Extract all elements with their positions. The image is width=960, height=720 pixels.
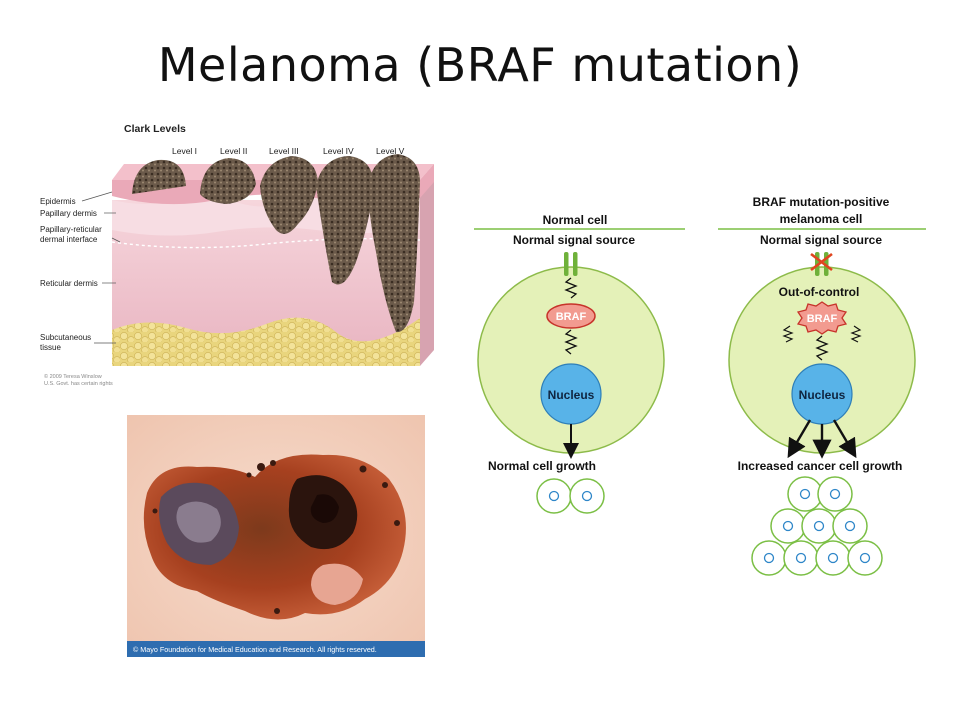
layer-label: tissue bbox=[40, 343, 61, 352]
subcutaneous-fat bbox=[112, 317, 420, 366]
block-side-face bbox=[420, 164, 434, 366]
braf-label: BRAF bbox=[556, 311, 587, 323]
clark-title: Clark Levels bbox=[124, 123, 186, 135]
layer-label: Papillary-reticular bbox=[40, 225, 102, 234]
mutant-braf-label: BRAF bbox=[807, 313, 838, 325]
out-of-control-label: Out-of-control bbox=[779, 285, 860, 299]
level-label: Level I bbox=[172, 146, 197, 156]
layer-label: dermal interface bbox=[40, 235, 98, 244]
layer-label: Papillary dermis bbox=[40, 209, 97, 218]
mutant-title-line1: BRAF mutation-positive bbox=[753, 195, 890, 209]
mutant-braf-protein bbox=[796, 301, 848, 335]
signal-zigzag-icon bbox=[815, 335, 829, 361]
receptor-icon bbox=[564, 252, 578, 276]
mutant-signal-source: Normal signal source bbox=[760, 233, 882, 247]
level-label: Level II bbox=[220, 146, 247, 156]
normal-daughter-cells bbox=[536, 478, 605, 514]
braf-protein bbox=[546, 303, 596, 329]
melanoma-lesion-image: © Mayo Foundation for Medical Education … bbox=[127, 415, 425, 657]
level-label: Level V bbox=[376, 146, 405, 156]
nucleus-label: Nucleus bbox=[548, 388, 595, 402]
cancer-cell-cluster bbox=[751, 476, 883, 576]
cancer-growth-label: Increased cancer cell growth bbox=[738, 459, 903, 473]
level-label: Level III bbox=[269, 146, 299, 156]
braf-mechanism-diagram: Normal cell Normal signal source BRAF Nu… bbox=[470, 190, 930, 590]
layer-label: Reticular dermis bbox=[40, 279, 98, 288]
copyright-text: © 2009 Teresa Winslow bbox=[44, 373, 102, 380]
lesion-level-1 bbox=[132, 159, 186, 194]
signal-zigzag-icon bbox=[564, 277, 578, 299]
slide-title: Melanoma (BRAF mutation) bbox=[157, 38, 803, 92]
growth-arrow bbox=[832, 419, 857, 459]
lesion-level-4 bbox=[316, 156, 374, 285]
mutant-title-line2: melanoma cell bbox=[780, 212, 863, 226]
layer-label: Subcutaneous bbox=[40, 333, 91, 342]
lesion-level-5 bbox=[368, 154, 420, 333]
copyright-text: U.S. Govt. has certain rights bbox=[44, 381, 113, 387]
signal-zigzag-icon bbox=[782, 325, 794, 343]
lesion-level-2 bbox=[200, 158, 256, 204]
blocked-receptor-icon bbox=[810, 252, 833, 276]
caption-bar bbox=[127, 641, 425, 657]
signal-zigzag-icon bbox=[564, 329, 578, 355]
signal-zigzag-icon bbox=[850, 325, 862, 343]
braf-mechanism-svg: Normal cell Normal signal source BRAF Nu… bbox=[474, 195, 926, 576]
melanoma-photo: © Mayo Foundation for Medical Education … bbox=[127, 415, 425, 657]
mutant-nucleus-label: Nucleus bbox=[799, 388, 846, 402]
clark-levels-figure: Clark Levels Level I Level II Level III … bbox=[36, 112, 440, 402]
lesion-level-3 bbox=[260, 156, 318, 234]
normal-cell-title: Normal cell bbox=[543, 213, 608, 227]
lesion-pale-area bbox=[176, 501, 221, 543]
normal-cell-panel: Normal cell Normal signal source BRAF Nu… bbox=[474, 213, 685, 514]
photo-caption: © Mayo Foundation for Medical Education … bbox=[133, 645, 377, 654]
normal-growth-label: Normal cell growth bbox=[488, 459, 596, 473]
lesion-regression-area bbox=[311, 563, 363, 605]
mutant-cell-panel: BRAF mutation-positive melanoma cell Nor… bbox=[718, 195, 926, 576]
level-label: Level IV bbox=[323, 146, 354, 156]
normal-signal-source: Normal signal source bbox=[513, 233, 635, 247]
layer-label: Epidermis bbox=[40, 197, 76, 206]
clark-levels-illustration: Clark Levels Level I Level II Level III … bbox=[40, 123, 434, 387]
growth-arrow bbox=[787, 419, 812, 459]
